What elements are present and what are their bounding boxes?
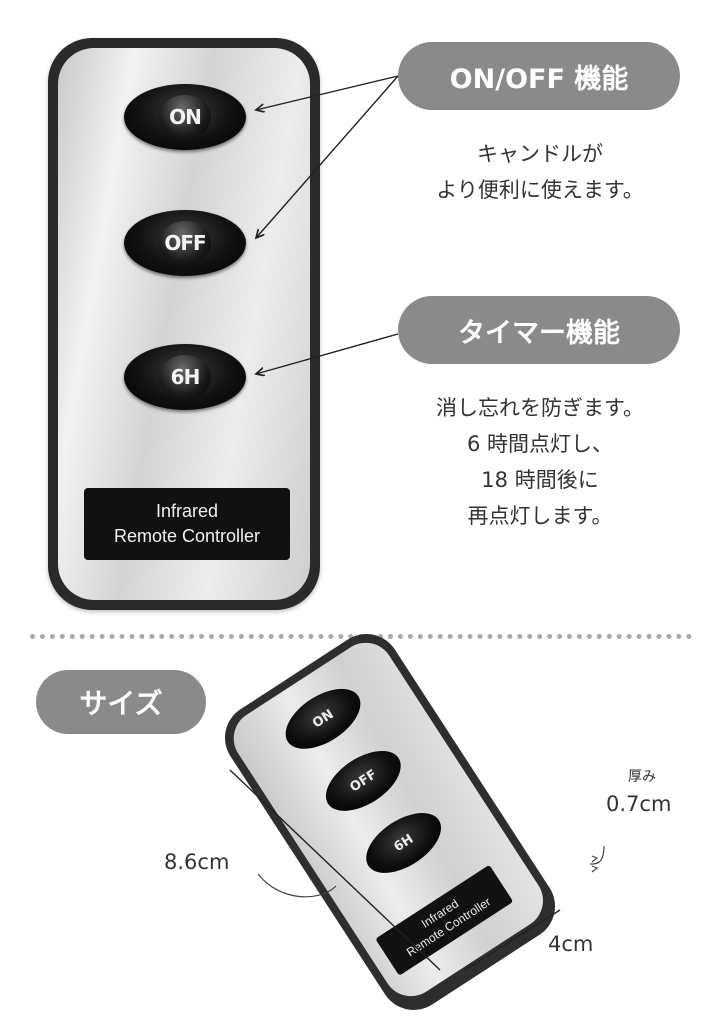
width-dimension-line xyxy=(464,909,561,971)
onoff-feature-title: ON/OFF 機能 xyxy=(449,63,629,95)
thickness-label: 0.7cm xyxy=(606,792,672,816)
timer-feature-description: 消し忘れを防ぎます。 6 時間点灯し、 18 時間後に 再点灯します。 xyxy=(400,390,680,534)
timer-feature-title: タイマー機能 xyxy=(458,317,620,349)
timer-6h-button: 6H xyxy=(124,344,246,410)
size-pill: サイズ xyxy=(36,670,206,734)
arrow-to-off xyxy=(256,75,399,238)
onoff-feature-description: キャンドルが より便利に使えます。 xyxy=(400,136,680,208)
arrow-to-on xyxy=(256,75,399,110)
timer-feature-pill: タイマー機能 xyxy=(398,296,680,364)
dimension-lines xyxy=(229,769,605,971)
length-label: 8.6cm xyxy=(164,850,230,874)
plate-line-2: Remote Controller xyxy=(113,526,261,546)
length-dimension-line xyxy=(229,769,441,971)
plate-line-1: Infrared xyxy=(155,501,219,521)
thickness-leader xyxy=(589,845,605,865)
onoff-desc-line: キャンドルが xyxy=(477,142,603,166)
off-button-label: OFF xyxy=(164,231,206,255)
timer-button-label: 6H xyxy=(170,365,201,389)
on-button: ON xyxy=(124,84,246,150)
timer-desc-line: 6 時間点灯し、 xyxy=(466,432,614,456)
thickness-bracket xyxy=(591,855,599,873)
on-button-label: ON xyxy=(169,105,202,129)
thickness-caption: 厚み xyxy=(628,769,656,785)
off-button: OFF xyxy=(124,210,246,276)
onoff-feature-pill: ON/OFF 機能 xyxy=(398,42,680,110)
timer-desc-line: 消し忘れを防ぎます。 xyxy=(436,396,644,420)
arrow-to-6h xyxy=(256,333,399,374)
remote-label-plate: Infrared Remote Controller xyxy=(84,488,290,560)
length-leader xyxy=(257,873,337,898)
callout-arrows xyxy=(0,75,399,640)
timer-desc-line: 18 時間後に xyxy=(481,468,599,492)
width-label: 4cm xyxy=(548,932,594,956)
size-title: サイズ xyxy=(79,687,163,720)
timer-desc-line: 再点灯します。 xyxy=(467,504,613,528)
onoff-desc-line: より便利に使えます。 xyxy=(436,178,644,202)
